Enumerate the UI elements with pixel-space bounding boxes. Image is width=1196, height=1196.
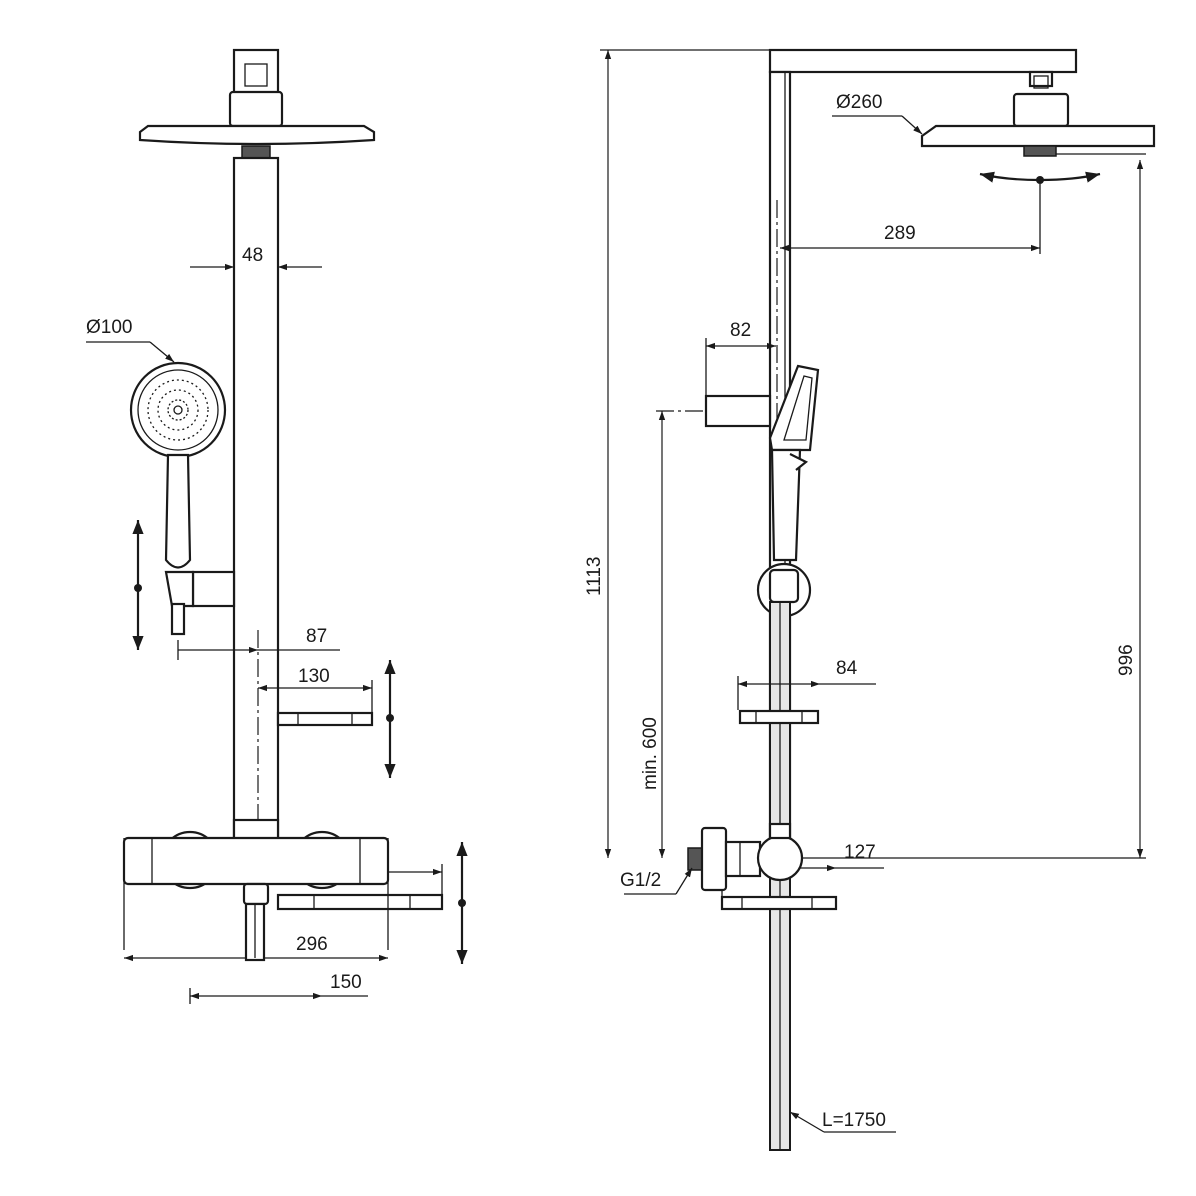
dim-small-shelf: 130: [298, 666, 330, 687]
side-head-nozzle: [1023, 145, 1057, 157]
side-hand-shower-clip: [789, 453, 809, 471]
side-mixer-body: [756, 834, 804, 882]
front-hand-shower-ring: [137, 369, 219, 451]
dim-small-shelf-depth: 84: [836, 658, 858, 679]
front-hand-shower-center: [173, 405, 183, 415]
side-head-nut: [1028, 70, 1054, 88]
side-mixer-thread: [687, 847, 703, 871]
side-tilt-pivot: [1036, 176, 1044, 184]
side-view: 1113 Ø260 289 996 82: [584, 48, 1156, 1151]
front-top-connector-inner: [244, 63, 268, 87]
side-hose-nut: [768, 568, 800, 604]
side-overhead-arm: [768, 48, 1078, 74]
side-hand-shower-handle: [770, 448, 802, 562]
front-holder-clip: [164, 570, 195, 608]
side-head-hub: [1012, 92, 1070, 128]
front-large-shelf: [276, 893, 444, 911]
dim-inlet-spacing: 150: [330, 972, 362, 993]
front-hose-stub: [170, 602, 186, 636]
dim-thread: G1/2: [620, 870, 661, 891]
front-mixer-outlet: [242, 882, 270, 906]
side-large-shelf: [720, 895, 838, 911]
front-small-shelf-slide-point: [386, 714, 394, 722]
front-head-hub: [228, 90, 284, 128]
front-hand-shower-handle: [164, 453, 192, 569]
dim-total-height: 1113: [584, 557, 605, 596]
front-hand-shower-nozzles-outer: [147, 379, 209, 441]
front-hand-shower-head: [129, 361, 227, 459]
side-mixer-top-outlet: [768, 822, 792, 840]
side-tilt-arrow-right: [1039, 171, 1101, 183]
dim-bar-width: 48: [242, 245, 263, 266]
front-holder-slide-point: [134, 584, 142, 592]
front-leader-arrow: [149, 341, 175, 363]
front-head-shower: [138, 124, 376, 146]
side-mixer-connector: [724, 840, 762, 878]
dim-holder-depth: 82: [730, 320, 751, 341]
side-tilt-arrow-left: [979, 171, 1041, 183]
dim-holder-offset: 87: [306, 626, 327, 647]
dim-arm-reach: 289: [884, 223, 916, 244]
front-holder: [191, 570, 236, 608]
side-head-shower: [920, 124, 1156, 148]
front-large-shelf-slide-point: [458, 899, 466, 907]
dim-large-shelf-depth: 127: [844, 842, 876, 863]
side-holder: [704, 394, 772, 428]
dim-handshower-diameter: Ø100: [86, 317, 132, 338]
front-small-shelf: [276, 711, 374, 727]
front-hand-shower-nozzles-inner: [167, 399, 189, 421]
front-mixer-body: [122, 836, 390, 886]
front-view: 48 Ø100 87 130: [86, 48, 468, 1004]
dim-hose-length: L=1750: [822, 1110, 886, 1131]
side-mixer-eccentric: [700, 826, 728, 892]
front-head-nozzle: [241, 145, 271, 159]
dim-head-height: 996: [1116, 644, 1137, 676]
front-top-connector: [232, 48, 280, 96]
dim-mixer-width: 296: [296, 934, 328, 955]
dim-headshower-diameter: Ø260: [836, 92, 882, 113]
front-hand-shower-nozzles-mid: [157, 389, 199, 431]
side-small-shelf: [738, 709, 820, 725]
dim-min-height: min. 600: [640, 717, 661, 790]
